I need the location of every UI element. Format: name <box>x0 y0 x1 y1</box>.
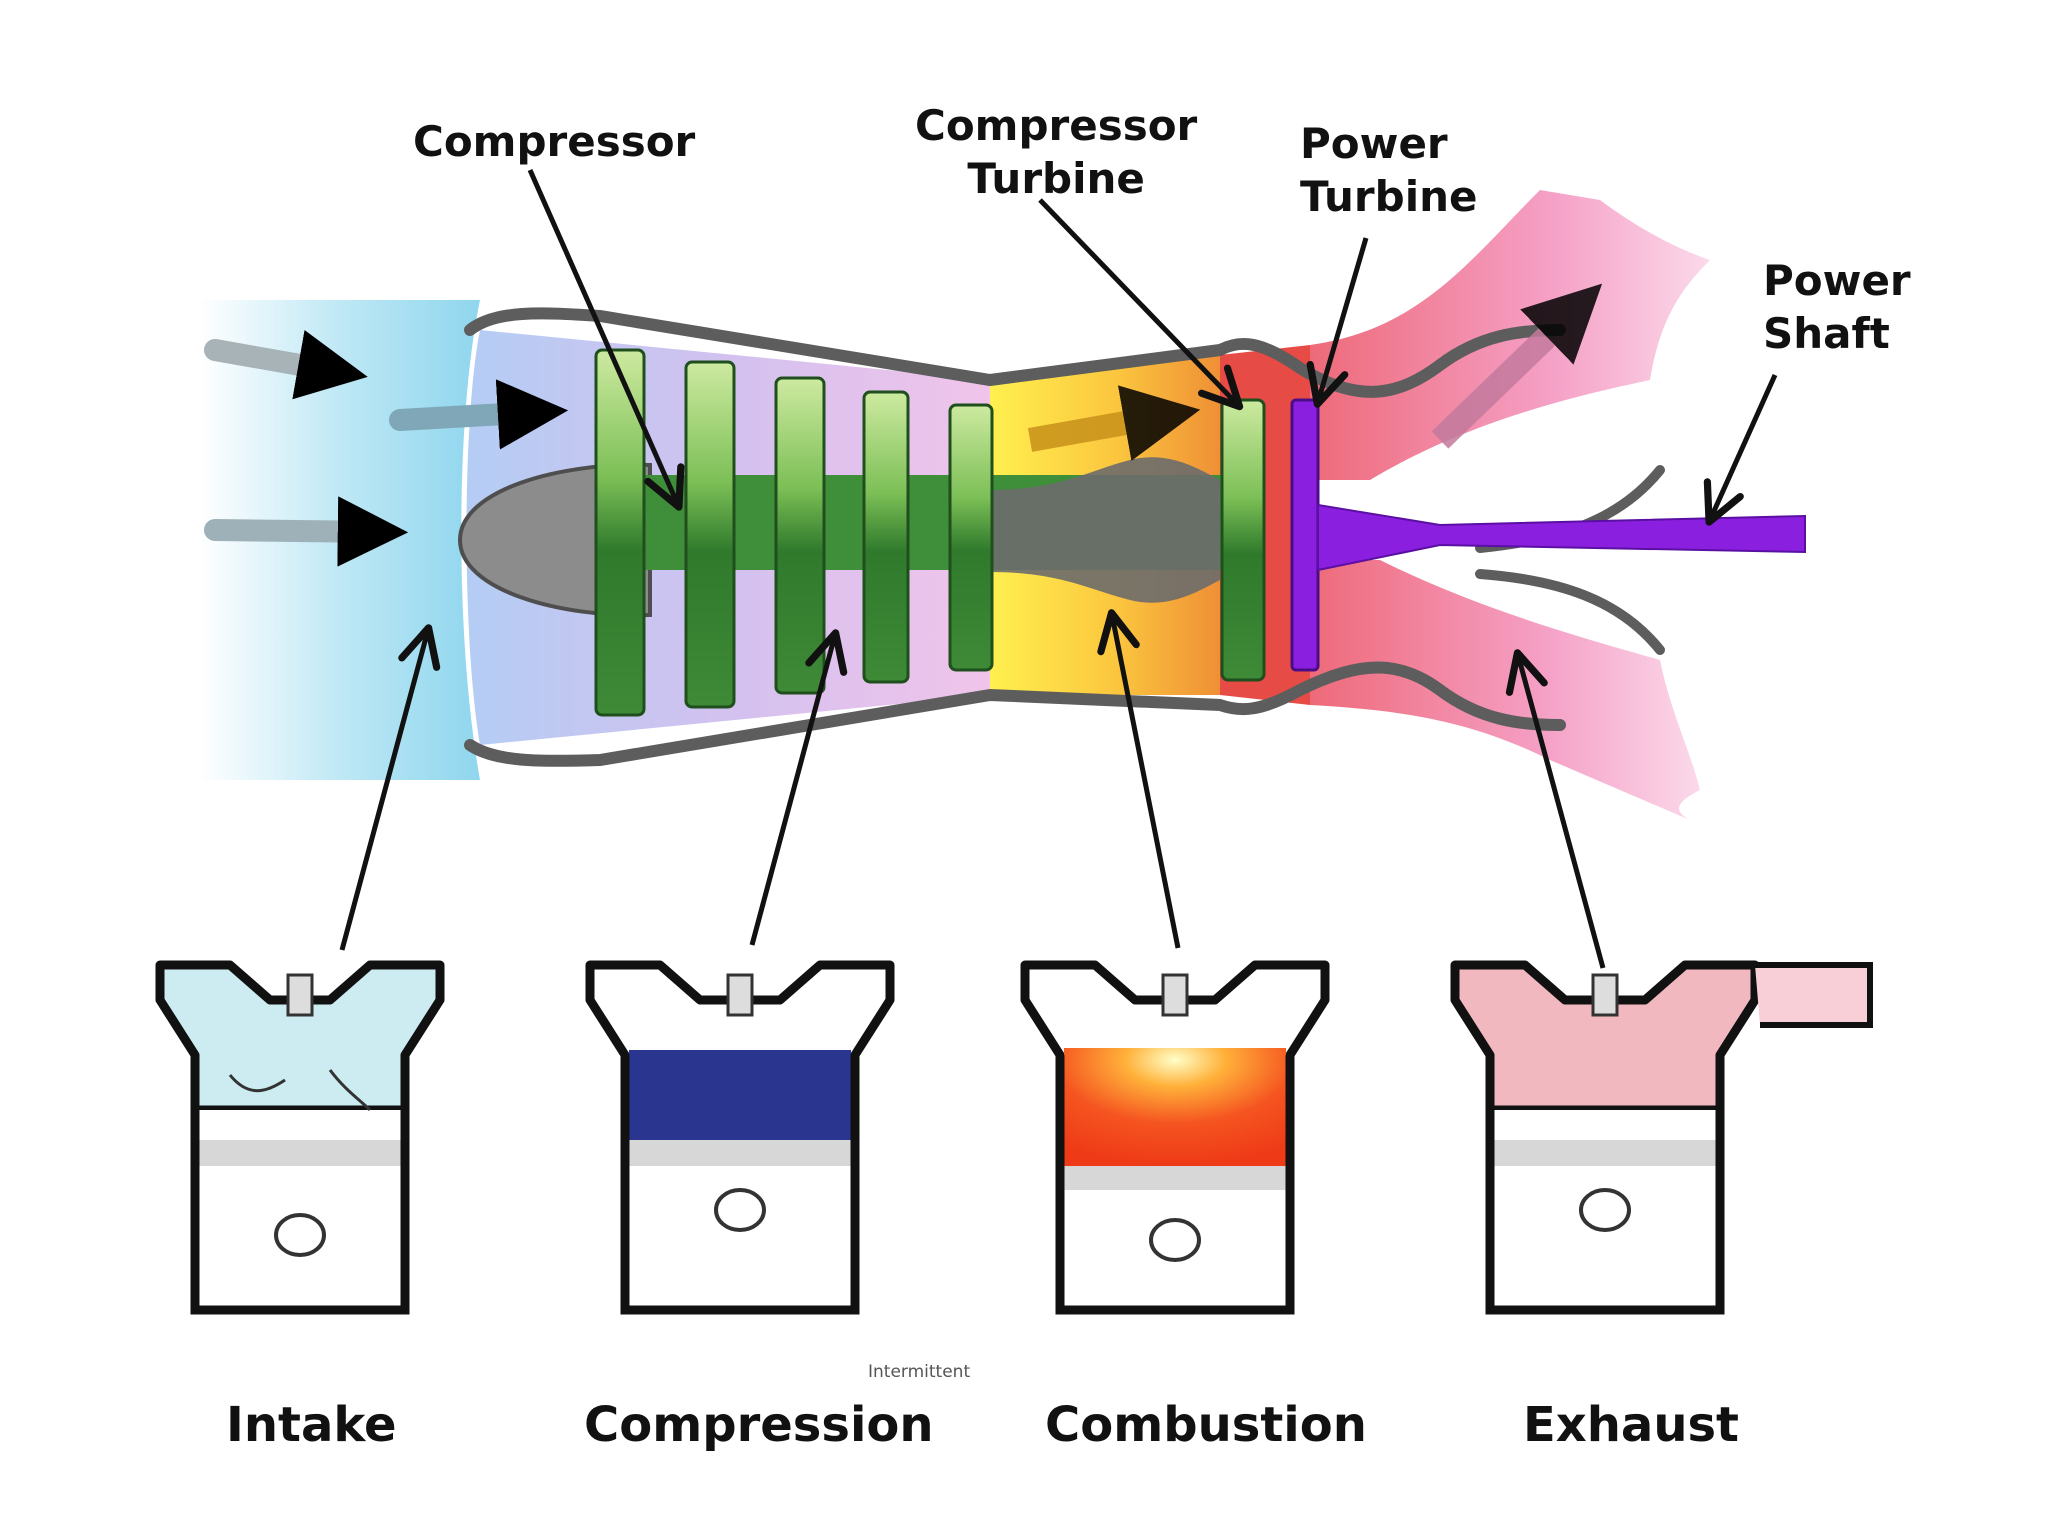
combustion-label: Combustion <box>1045 1397 1367 1453</box>
piston-cylinder-exhaust <box>1450 960 1873 1315</box>
combustion-flow-arrow <box>1027 385 1201 461</box>
piston-cylinder-combustion <box>1020 960 1330 1315</box>
power-turbine-label-line2: Turbine <box>1300 171 1478 221</box>
arrow-compressor <box>527 168 685 511</box>
jet-engine <box>200 190 1806 820</box>
compressor-turbine-label-line2: Turbine <box>967 153 1145 203</box>
power-shaft-label-line2: Shaft <box>1763 308 1890 358</box>
compression-label: Compression <box>584 1397 934 1453</box>
compressor-turbine-label: Compressor Turbine <box>915 100 1197 205</box>
power-turbine-blades <box>1290 398 1320 672</box>
compressor-blades <box>594 348 1266 717</box>
power-shaft-label: Power Shaft <box>1763 255 1911 360</box>
intake-label: Intake <box>226 1397 397 1453</box>
exhaust-label: Exhaust <box>1523 1397 1739 1453</box>
callout-arrows <box>339 168 1778 969</box>
compressor-turbine-label-line1: Compressor <box>915 101 1198 150</box>
compressor-label: Compressor <box>413 117 696 166</box>
arrow-exhaust <box>1505 649 1606 969</box>
arrow-combustion <box>1097 609 1181 949</box>
power-shaft <box>1317 503 1806 572</box>
combustor-liner <box>990 457 1220 603</box>
intake-air-arrows <box>204 330 569 567</box>
arrow-power-shaft <box>1703 373 1778 526</box>
arrow-compression <box>749 629 848 946</box>
power-turbine-label-line1: Power <box>1300 119 1448 168</box>
arrow-compressor-turbine <box>1038 198 1244 411</box>
intermittent-label: Intermittent <box>868 1362 971 1382</box>
piston-cylinder-compression <box>585 960 895 1315</box>
exhaust-flow-lower <box>1310 560 1700 820</box>
power-turbine-label: Power Turbine <box>1300 118 1478 223</box>
arrow-power-turbine <box>1306 237 1369 408</box>
piston-cylinder-intake <box>155 960 445 1315</box>
arrow-intake <box>339 624 441 951</box>
power-shaft-label-line1: Power <box>1763 256 1911 305</box>
exhaust-flow-arrow <box>1431 283 1603 449</box>
